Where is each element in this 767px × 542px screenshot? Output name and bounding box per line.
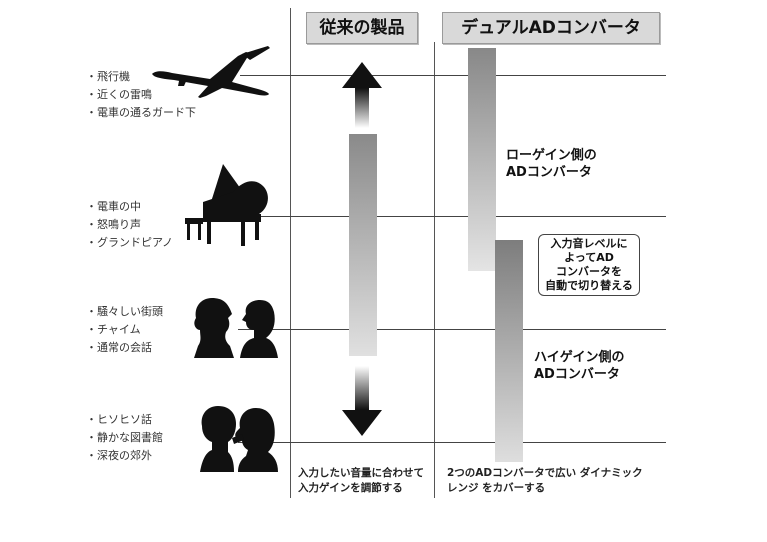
header-conventional: 従来の製品 <box>306 12 418 44</box>
list-item: 静かな図書館 <box>86 429 163 447</box>
conventional-gain-bar <box>349 134 377 356</box>
header-dual-label: デュアルADコンバータ <box>461 18 641 38</box>
arrow-up-icon <box>342 62 382 128</box>
header-dual-adc: デュアルADコンバータ <box>442 12 660 44</box>
high-gain-adc-bar <box>495 240 523 462</box>
sound-group-quiet: ヒソヒソ話 静かな図書館 深夜の郊外 <box>86 411 163 465</box>
low-gain-label: ローゲイン側の ADコンバータ <box>506 148 597 180</box>
sound-group-loud: 飛行機 近くの雷鳴 電車の通るガード下 <box>86 68 196 122</box>
whisper-icon <box>200 406 278 472</box>
sound-group-lower-mid: 騒々しい街頭 チャイム 通常の会話 <box>86 303 163 357</box>
list-item: 飛行機 <box>86 68 196 86</box>
caption-dual: 2つのADコンバータで広い ダイナミック レンジ をカバーする <box>447 467 643 494</box>
list-item: 深夜の郊外 <box>86 447 163 465</box>
arrow-down-icon <box>342 366 382 436</box>
list-item: 電車の通るガード下 <box>86 104 196 122</box>
list-item: 通常の会話 <box>86 339 163 357</box>
divider-left <box>290 8 291 498</box>
low-gain-adc-bar <box>468 48 496 271</box>
conversation-icon <box>194 298 278 358</box>
caption-conventional: 入力したい音量に合わせて 入力ゲインを調節する <box>298 467 424 494</box>
list-item: グランドピアノ <box>86 234 173 252</box>
sound-group-upper-mid: 電車の中 怒鳴り声 グランドピアノ <box>86 198 173 252</box>
high-gain-label: ハイゲイン側の ADコンバータ <box>534 350 625 382</box>
level-line-quiet <box>238 442 666 443</box>
list-item: ヒソヒソ話 <box>86 411 163 429</box>
list-item: 騒々しい街頭 <box>86 303 163 321</box>
list-item: チャイム <box>86 321 163 339</box>
switch-callout: 入力音レベルに よってAD コンバータを 自動で切り替える <box>538 234 640 296</box>
list-item: 近くの雷鳴 <box>86 86 196 104</box>
level-line-loud <box>240 75 666 76</box>
airplane-icon <box>152 46 270 98</box>
level-line-upper-mid <box>238 216 666 217</box>
header-conventional-label: 従来の製品 <box>319 18 405 38</box>
divider-right <box>434 42 435 498</box>
list-item: 電車の中 <box>86 198 173 216</box>
level-line-lower-mid <box>238 329 666 330</box>
grand-piano-icon <box>185 164 268 246</box>
list-item: 怒鳴り声 <box>86 216 173 234</box>
